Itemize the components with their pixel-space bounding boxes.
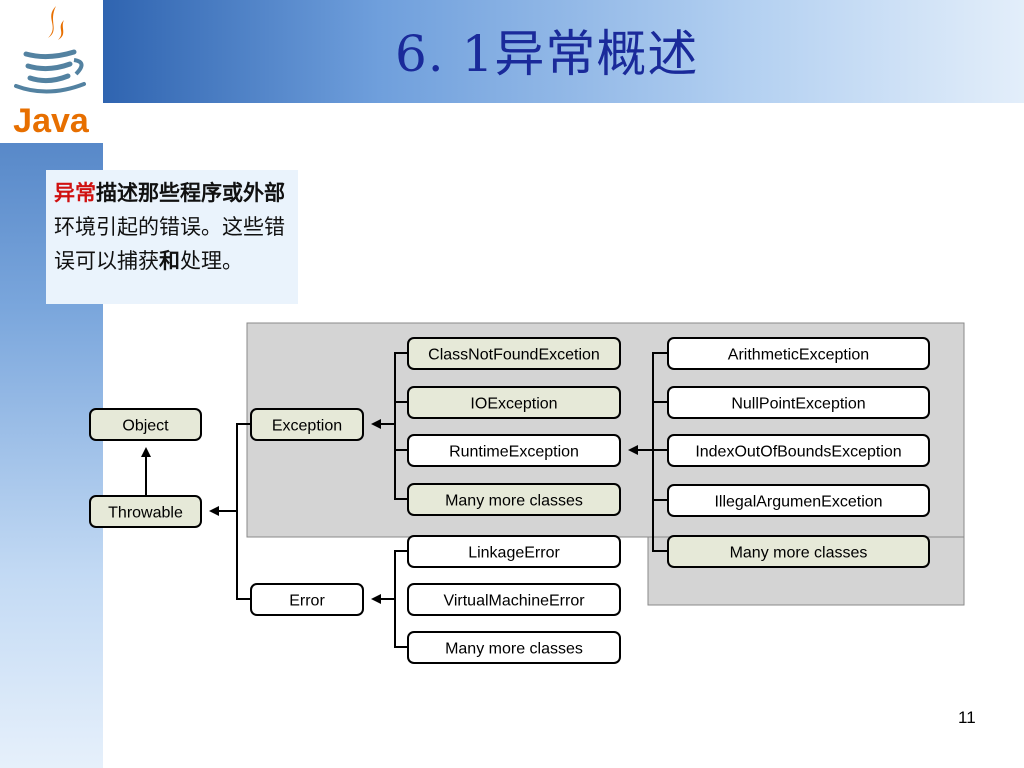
node-box [667, 337, 930, 370]
note-keyword: 异常 [54, 181, 96, 205]
node-label: ArithmeticException [728, 347, 869, 364]
node-label: IllegalArgumenExcetion [714, 494, 882, 511]
note-box [46, 170, 298, 304]
node-box [667, 386, 930, 419]
node-illegalarg: IllegalArgumenExcetion [667, 484, 930, 517]
node-label: ClassNotFoundExcetion [428, 347, 600, 364]
node-label: LinkageError [468, 545, 560, 562]
node-runtime: RuntimeException [407, 434, 621, 467]
node-box [667, 484, 930, 517]
java-logo: Java [0, 0, 103, 143]
node-label: NullPointException [731, 396, 865, 413]
node-indexoob: IndexOutOfBoundsException [667, 434, 930, 467]
node-exception: Exception [250, 408, 364, 441]
node-label: Many more classes [445, 641, 583, 658]
node-box [407, 434, 621, 467]
page-title: 6. 1异常概述 [395, 25, 699, 83]
note-text-part: 外部 [243, 181, 285, 205]
node-vm: VirtualMachineError [407, 583, 621, 616]
node-arith: ArithmeticException [667, 337, 930, 370]
node-nullpointer: NullPointException [667, 386, 930, 419]
node-label: IndexOutOfBoundsException [695, 444, 901, 461]
node-label: VirtualMachineError [443, 593, 585, 610]
node-box [250, 583, 364, 616]
node-box [407, 535, 621, 568]
node-box [407, 483, 621, 516]
node-box [407, 337, 621, 370]
node-ioexception: IOException [407, 386, 621, 419]
node-box [89, 495, 202, 528]
node-label: Many more classes [730, 545, 868, 562]
note-text: 异常描述那些程序或外部环境引起的错误。这些错误可以捕获和处理。 [54, 176, 290, 278]
node-more-err: Many more classes [407, 631, 621, 664]
title-bar [103, 0, 1024, 103]
node-box [89, 408, 202, 441]
node-more-rt: Many more classes [667, 535, 930, 568]
node-box [250, 408, 364, 441]
note-text-part: 处理。 [180, 249, 243, 273]
node-box [407, 583, 621, 616]
node-more-exc: Many more classes [407, 483, 621, 516]
node-label: Throwable [108, 505, 183, 522]
java-cup-icon: Java [13, 6, 90, 140]
note-text-part: 和 [159, 249, 180, 273]
node-throwable: Throwable [89, 495, 202, 528]
connector-lines [141, 352, 668, 648]
node-label: RuntimeException [449, 444, 579, 461]
note-text-part: 描述那些程序或 [96, 181, 243, 205]
node-box [667, 434, 930, 467]
node-label: Many more classes [445, 493, 583, 510]
node-box [667, 535, 930, 568]
node-box [407, 386, 621, 419]
node-label: IOException [470, 396, 557, 413]
node-box [407, 631, 621, 664]
page-number: 11 [958, 708, 976, 727]
node-label: Object [122, 418, 169, 435]
node-classnotfound: ClassNotFoundExcetion [407, 337, 621, 370]
node-object: Object [89, 408, 202, 441]
node-error: Error [250, 583, 364, 616]
node-label: Error [289, 593, 325, 610]
node-linkage: LinkageError [407, 535, 621, 568]
logo-text: Java [13, 102, 90, 140]
node-label: Exception [272, 418, 342, 435]
note-text-part: 环境引起的错误。这些错误可以捕获 [54, 215, 285, 273]
